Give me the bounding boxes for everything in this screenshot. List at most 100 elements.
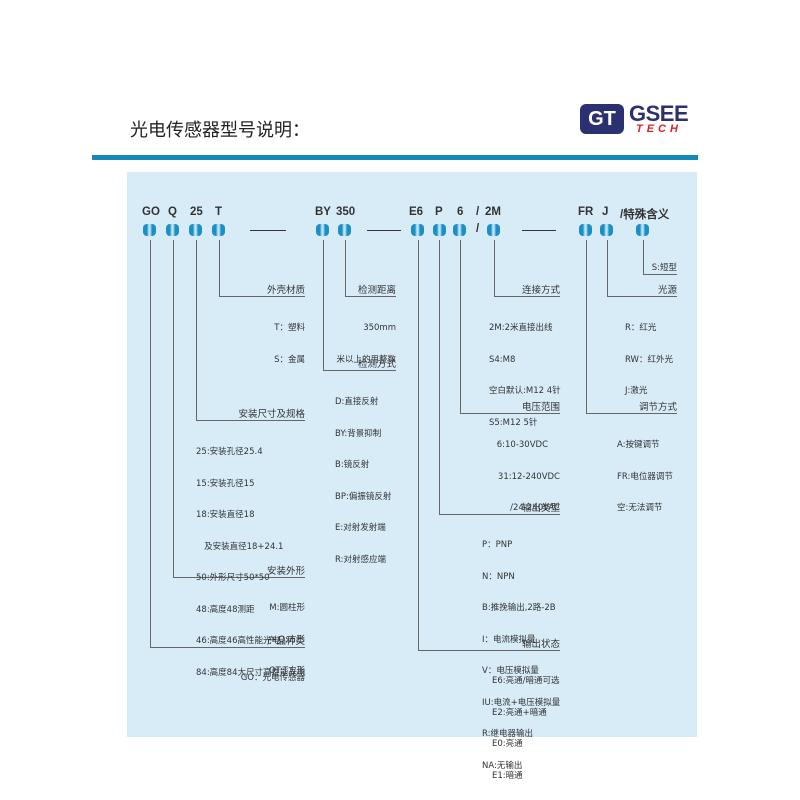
list-item: R:对射感应端 <box>335 554 387 565</box>
label-light: 光源 <box>657 285 677 296</box>
list-item: M:圆柱形 <box>269 603 305 613</box>
list-item: RW：红外光 <box>625 354 673 365</box>
diagram-panel <box>127 172 697 737</box>
code-special: /特殊含义 <box>620 209 670 221</box>
leader-line <box>607 296 677 297</box>
leader-line <box>643 274 677 275</box>
list-item: E:对射发射端 <box>335 523 386 533</box>
list-item: N：NPN <box>482 571 515 582</box>
list-light: R：红光 RW：红外光 J:激光 <box>625 302 673 407</box>
separator-dash <box>367 230 401 231</box>
list-item: 空白默认:M12 4针 <box>489 386 561 396</box>
list-item: 空:无法调节 <box>617 503 663 513</box>
label-voltage: 电压范围 <box>521 402 560 413</box>
list-item: 2M:2米直接出线 <box>489 323 553 333</box>
list-method: D:直接反射 BY:背景抑制 B:镜反射 BP:偏振镜反射 E:对射发射端 R:… <box>335 376 391 576</box>
code-6: 6 <box>457 206 464 218</box>
list-distance: 350mm 米以上的用整数 <box>336 302 396 376</box>
list-item: BP:偏振镜反射 <box>335 491 392 502</box>
leader-line <box>418 650 560 651</box>
code-slot <box>166 224 179 236</box>
label-product: 产品种类 <box>266 636 305 647</box>
label-size: 安装尺寸及规格 <box>238 409 305 420</box>
code-q: Q <box>168 206 177 218</box>
list-size: 25:安装孔径25.4 15:安装孔径15 18:安装直径18 及安装直径18+… <box>196 426 306 689</box>
list-item: J:激光 <box>625 386 648 396</box>
code-slot <box>433 224 446 236</box>
list-item: S5:M12 5针 <box>489 417 538 428</box>
divider-bar <box>92 155 698 160</box>
leader-line <box>150 647 305 648</box>
list-item: 46:高度46高性能光电 <box>196 636 280 646</box>
code-j: J <box>602 206 609 218</box>
code-p: P <box>435 206 443 218</box>
list-item: 350mm <box>363 323 396 333</box>
code-t: T <box>215 206 223 218</box>
list-item: S：金属 <box>274 354 305 365</box>
list-item: A:按键调节 <box>617 440 660 450</box>
list-item: GO：光电传感器 <box>240 673 305 683</box>
leader-line <box>460 240 461 413</box>
leader-line <box>643 240 644 274</box>
code-slot <box>579 224 592 236</box>
logo-mark: GT <box>580 104 624 134</box>
list-item: I：电流模拟量 <box>482 634 536 645</box>
code-slot <box>411 224 424 236</box>
list-output-state: E6:亮通/暗通可选 E2:亮通+暗通 E0:亮通 E1:暗通 <box>492 655 560 792</box>
code-by: BY <box>315 206 331 218</box>
list-connection: 2M:2米直接出线 S4:M8 空白默认:M12 4针 S5:M12 5针 <box>489 302 561 439</box>
label-adjust: 调节方式 <box>638 402 677 413</box>
list-item: FR:电位器调节 <box>617 471 673 482</box>
list-item: P：PNP <box>482 540 513 550</box>
code-slash: / <box>476 206 480 218</box>
code-slot <box>212 224 225 236</box>
label-special: S:短型 <box>651 263 677 273</box>
list-item: E6:亮通/暗通可选 <box>492 676 560 686</box>
list-item: E0:亮通 <box>492 739 523 749</box>
code-slot <box>143 224 156 236</box>
code-fr: FR <box>578 206 594 218</box>
list-item: NA:无输出 <box>482 760 523 771</box>
list-item: 6:10-30VDC <box>496 440 548 450</box>
list-product: GO：光电传感器 <box>241 652 305 694</box>
logo-sub: TECH <box>636 123 682 135</box>
list-item: BY:背景抑制 <box>335 428 382 439</box>
list-item: E2:亮通+暗通 <box>492 707 547 718</box>
label-distance: 检测距离 <box>357 285 396 296</box>
list-item: 48:高度48测距 <box>196 604 255 615</box>
page-title: 光电传感器型号说明： <box>130 120 310 141</box>
code-slot <box>316 224 329 236</box>
code-350: 350 <box>336 206 356 218</box>
label-shell: 外壳材质 <box>266 285 305 296</box>
code-slot-slash: / <box>476 223 480 235</box>
list-item: D:直接反射 <box>335 397 379 407</box>
list-item: Q:方形 <box>278 634 305 645</box>
leader-line <box>494 296 560 297</box>
list-item: /24-240VAC <box>510 503 560 513</box>
leader-line <box>586 413 677 414</box>
leader-line <box>323 370 396 371</box>
code-slot <box>487 224 500 236</box>
logo-name: GSEE <box>629 101 689 126</box>
list-voltage: 6:10-30VDC 31:12-240VDC /24-240VAC <box>497 419 560 524</box>
list-output-type: P：PNP N：NPN B:推挽输出,2路-2B I：电流模拟量 V：电压模拟量… <box>482 519 560 782</box>
list-item: 84:高度84大尺寸高性能光电 <box>196 667 306 678</box>
list-item: 米以上的用整数 <box>336 354 396 365</box>
leader-line <box>173 240 174 577</box>
list-item: B:镜反射 <box>335 460 370 470</box>
label-output-state: 输出状态 <box>521 639 560 650</box>
leader-line <box>586 240 587 413</box>
list-shape: M:圆柱形 Q:方形 QT:T方形 <box>269 582 305 687</box>
code-slot <box>636 224 649 236</box>
list-item: 50:外形尺寸50*50 <box>196 573 270 583</box>
leader-line <box>418 240 419 650</box>
code-slot <box>189 224 202 236</box>
gsee-logo: GT GSEE TECH <box>580 101 698 136</box>
leader-line <box>460 413 560 414</box>
leader-line <box>173 577 305 578</box>
leader-line <box>323 240 324 370</box>
list-item: B:推挽输出,2路-2B <box>482 603 556 613</box>
code-slot <box>453 224 466 236</box>
list-item: QT:T方形 <box>268 666 305 676</box>
leader-line <box>439 514 560 515</box>
